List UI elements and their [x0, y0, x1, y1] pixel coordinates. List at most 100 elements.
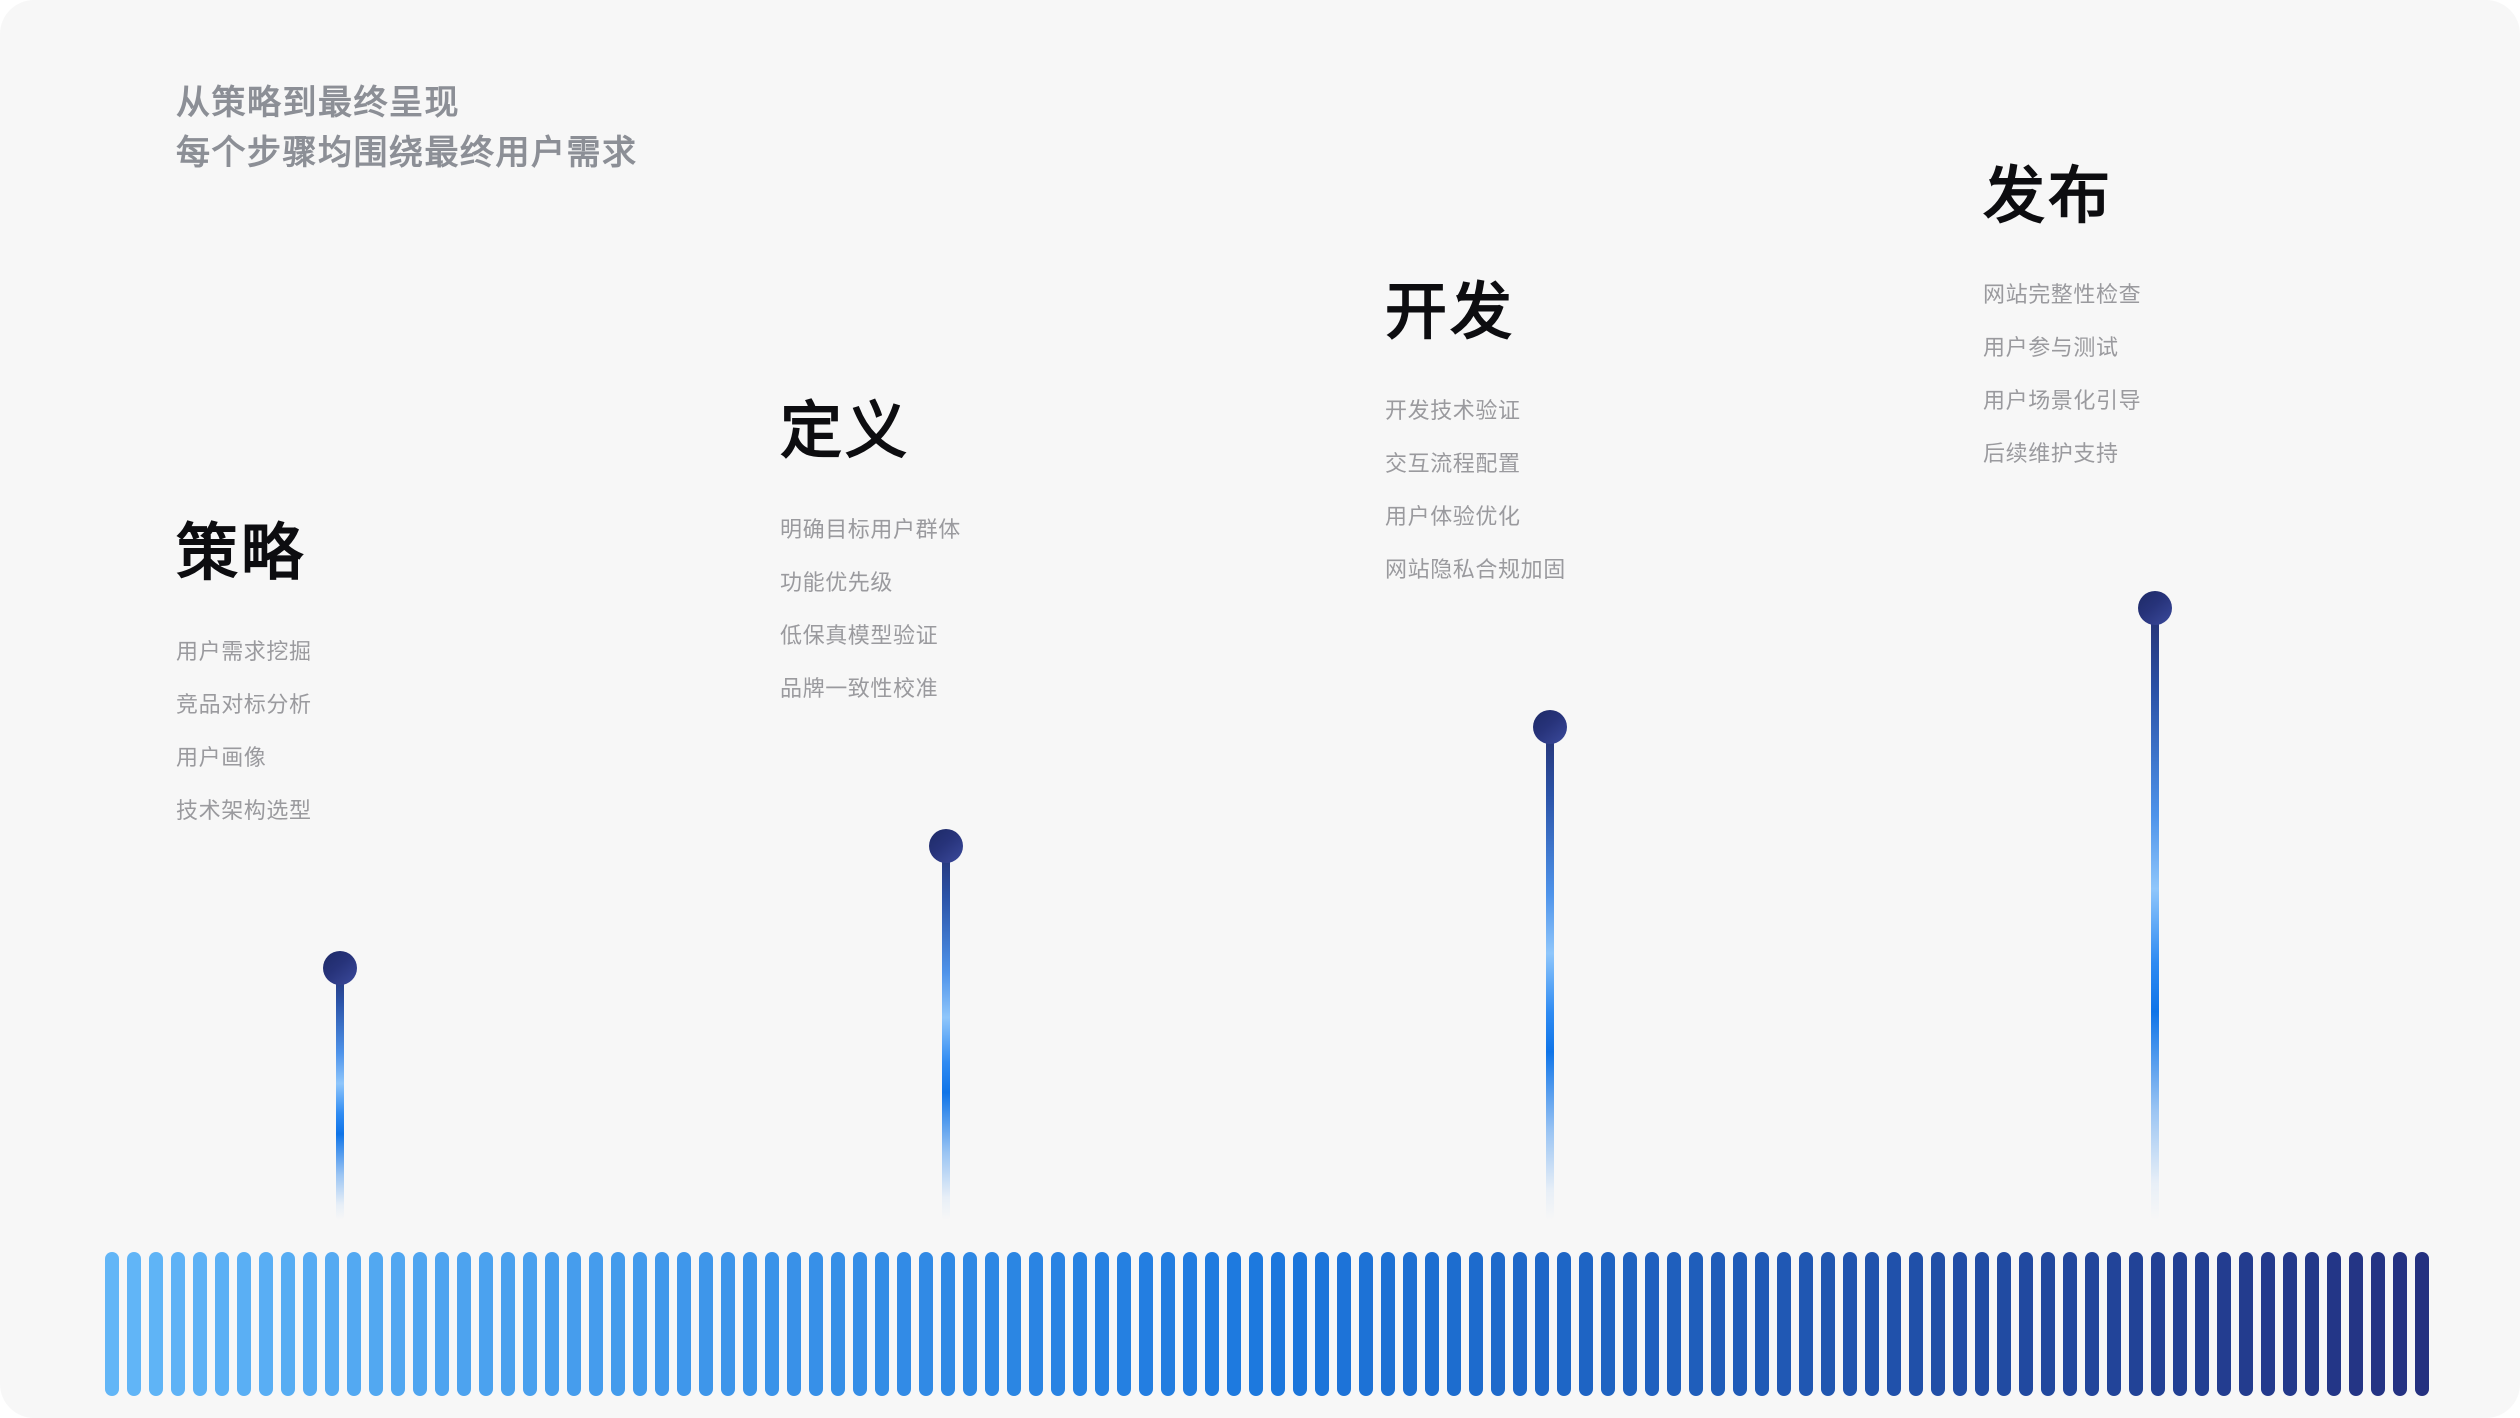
timeline-bar	[875, 1252, 889, 1396]
timeline-bar	[479, 1252, 493, 1396]
milestone-define[interactable]: 定义 明确目标用户群体 功能优先级 低保真模型验证 品牌一致性校准	[780, 395, 961, 715]
timeline-bar	[457, 1252, 471, 1396]
timeline-bar	[2063, 1252, 2077, 1396]
timeline-bar	[787, 1252, 801, 1396]
timeline-bar	[1645, 1252, 1659, 1396]
timeline-bar	[1073, 1252, 1087, 1396]
timeline-bar	[809, 1252, 823, 1396]
timeline-bar	[325, 1252, 339, 1396]
timeline-bar	[919, 1252, 933, 1396]
milestone-title: 定义	[780, 397, 911, 466]
timeline-baseline-bars	[105, 1252, 2429, 1396]
timeline-bar	[1029, 1252, 1043, 1396]
timeline-bar	[2415, 1252, 2429, 1396]
timeline-bar	[1887, 1252, 1901, 1396]
timeline-bar	[985, 1252, 999, 1396]
timeline-bar	[1557, 1252, 1571, 1396]
timeline-bar	[259, 1252, 273, 1396]
timeline-bar	[2283, 1252, 2297, 1396]
timeline-bar	[941, 1252, 955, 1396]
list-item: 用户画像	[176, 745, 267, 770]
timeline-bar	[1183, 1252, 1197, 1396]
timeline-bar	[303, 1252, 317, 1396]
list-item: 后续维护支持	[1983, 441, 2119, 466]
timeline-bar	[2327, 1252, 2341, 1396]
timeline-bar	[215, 1252, 229, 1396]
list-item: 交互流程配置	[1385, 451, 1521, 476]
timeline-bar	[2349, 1252, 2363, 1396]
timeline-bar	[1249, 1252, 1263, 1396]
pin-stem	[2151, 607, 2159, 1220]
milestone-development[interactable]: 开发 开发技术验证 交互流程配置 用户体验优化 网站隐私合规加固	[1385, 276, 1566, 596]
timeline-bar	[633, 1252, 647, 1396]
milestone-item-list: 网站完整性检查 用户参与测试 用户场景化引导 后续维护支持	[1983, 268, 2141, 480]
timeline-bar	[1359, 1252, 1373, 1396]
timeline-bar	[1381, 1252, 1395, 1396]
timeline-bar	[369, 1252, 383, 1396]
pin-dot-icon	[2138, 591, 2172, 625]
timeline-bar	[1777, 1252, 1791, 1396]
timeline-bar	[611, 1252, 625, 1396]
milestone-title: 策略	[176, 519, 307, 588]
timeline-bar	[1931, 1252, 1945, 1396]
timeline-bar	[2041, 1252, 2055, 1396]
pin-stem	[942, 845, 950, 1220]
timeline-bar	[2107, 1252, 2121, 1396]
timeline-bar	[699, 1252, 713, 1396]
timeline-bar	[1909, 1252, 1923, 1396]
timeline-bar	[1799, 1252, 1813, 1396]
milestone-title: 发布	[1983, 162, 2114, 231]
timeline-bar	[2129, 1252, 2143, 1396]
timeline-bar	[2217, 1252, 2231, 1396]
milestone-strategy[interactable]: 策略 用户需求挖掘 竞品对标分析 用户画像 技术架构选型	[176, 517, 312, 837]
timeline-bar	[193, 1252, 207, 1396]
timeline-bar	[2173, 1252, 2187, 1396]
timeline-bar	[2239, 1252, 2253, 1396]
timeline-bar	[1513, 1252, 1527, 1396]
milestone-item-list: 用户需求挖掘 竞品对标分析 用户画像 技术架构选型	[176, 625, 312, 837]
timeline-bar	[435, 1252, 449, 1396]
timeline-bar	[1953, 1252, 1967, 1396]
timeline-bar	[1117, 1252, 1131, 1396]
timeline-bar	[1095, 1252, 1109, 1396]
timeline-bar	[1007, 1252, 1021, 1396]
pin-stem	[1546, 726, 1554, 1220]
timeline-bar	[545, 1252, 559, 1396]
timeline-bar	[281, 1252, 295, 1396]
timeline-bar	[1755, 1252, 1769, 1396]
timeline-bar	[1689, 1252, 1703, 1396]
timeline-bar	[2019, 1252, 2033, 1396]
timeline-bar	[2195, 1252, 2209, 1396]
timeline-bar	[1271, 1252, 1285, 1396]
timeline-bar	[1447, 1252, 1461, 1396]
timeline-bar	[1051, 1252, 1065, 1396]
timeline-bar	[1337, 1252, 1351, 1396]
timeline-bar	[347, 1252, 361, 1396]
timeline-bar	[1711, 1252, 1725, 1396]
milestone-item-list: 明确目标用户群体 功能优先级 低保真模型验证 品牌一致性校准	[780, 503, 961, 715]
list-item: 低保真模型验证	[780, 623, 939, 648]
list-item: 技术架构选型	[176, 798, 312, 823]
list-item: 功能优先级	[780, 570, 894, 595]
timeline-bar	[2151, 1252, 2165, 1396]
list-item: 用户体验优化	[1385, 504, 1521, 529]
timeline-bar	[501, 1252, 515, 1396]
header-block: 从策略到最终呈现 每个步骤均围绕最终用户需求	[176, 78, 1076, 178]
timeline-bar	[1491, 1252, 1505, 1396]
milestone-release[interactable]: 发布 网站完整性检查 用户参与测试 用户场景化引导 后续维护支持	[1983, 160, 2141, 480]
timeline-bar	[127, 1252, 141, 1396]
timeline-bar	[1139, 1252, 1153, 1396]
timeline-bar	[1161, 1252, 1175, 1396]
timeline-bar	[1579, 1252, 1593, 1396]
timeline-bar	[677, 1252, 691, 1396]
milestone-title: 开发	[1385, 278, 1516, 347]
pin-stem	[336, 967, 344, 1220]
timeline-bar	[1469, 1252, 1483, 1396]
timeline-bar	[2393, 1252, 2407, 1396]
list-item: 网站隐私合规加固	[1385, 557, 1566, 582]
timeline-bar	[963, 1252, 977, 1396]
timeline-bar	[1425, 1252, 1439, 1396]
list-item: 网站完整性检查	[1983, 282, 2142, 307]
pin-dot-icon	[1533, 710, 1567, 744]
